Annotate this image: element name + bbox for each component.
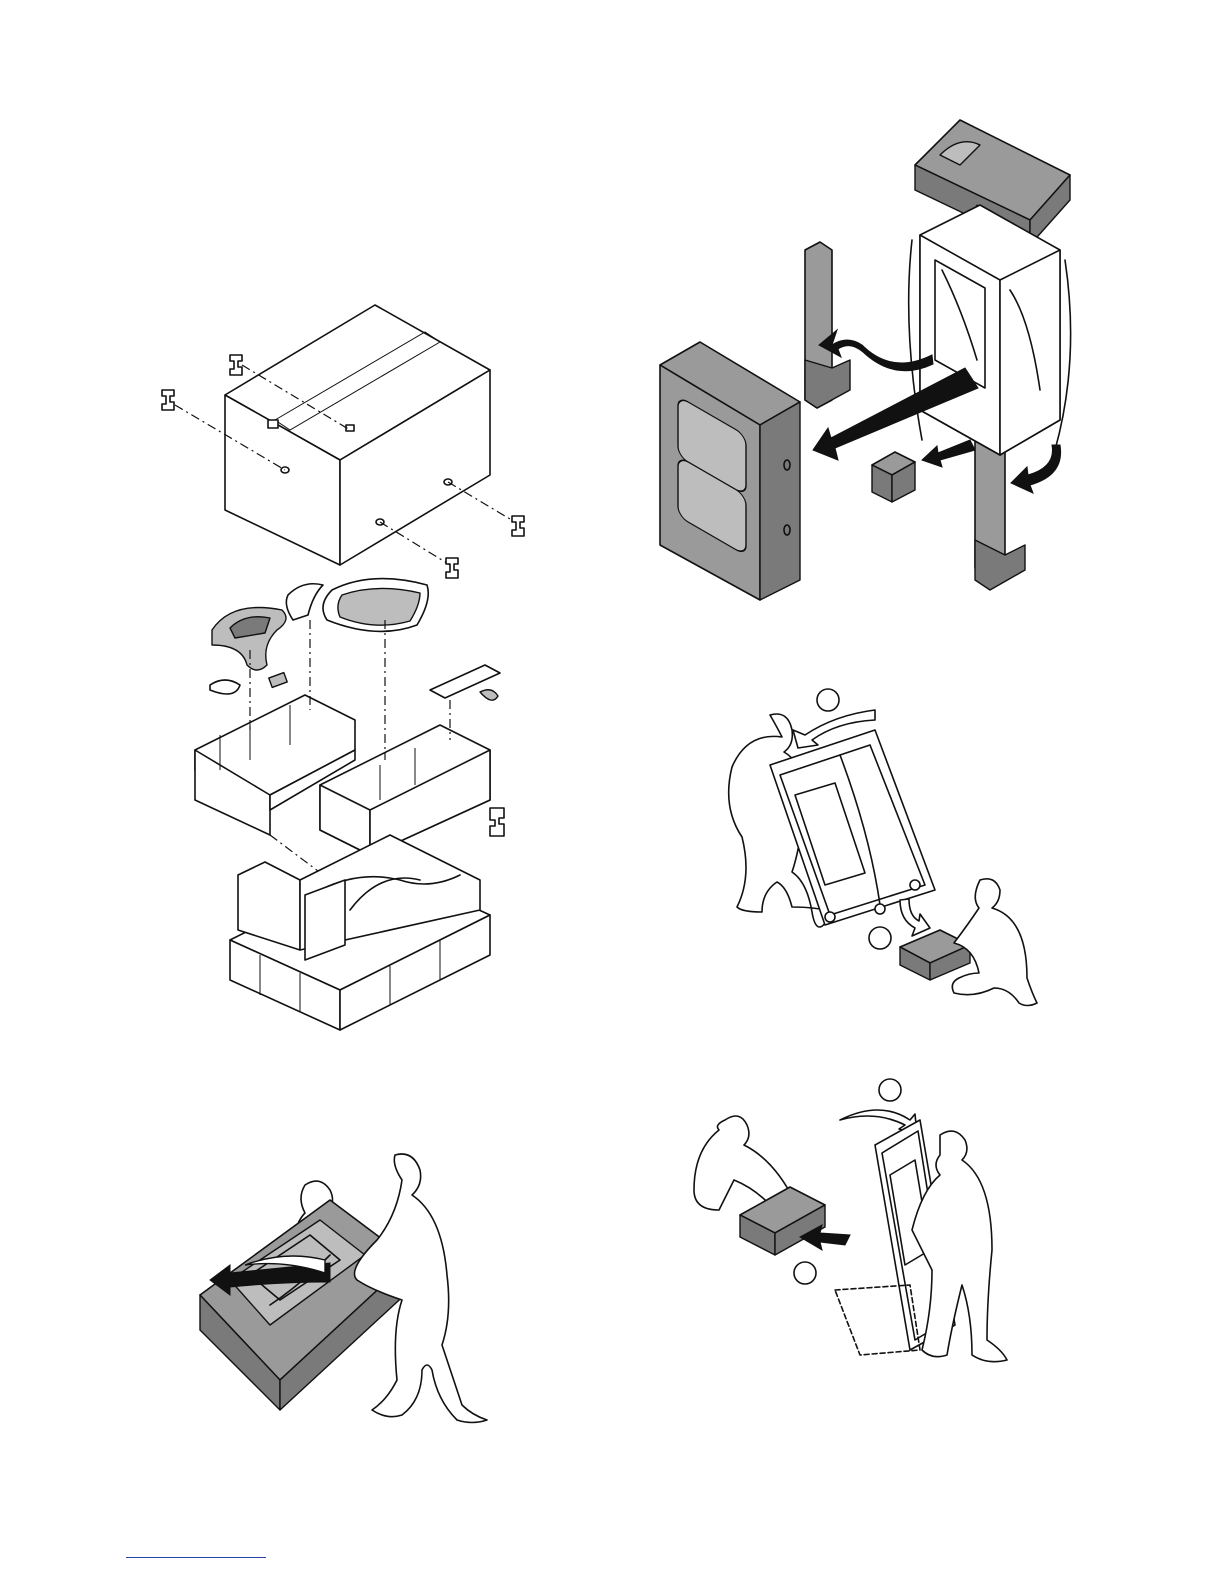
lower-drawing bbox=[690, 1075, 1060, 1375]
accessory-trays bbox=[210, 579, 500, 701]
arrow-curve-down bbox=[1011, 445, 1061, 493]
figure-tilt-back bbox=[700, 685, 1050, 1015]
side-foam-panel bbox=[660, 342, 800, 600]
box-exploded-drawing bbox=[150, 290, 540, 1050]
figure-tilt-lift bbox=[190, 1145, 510, 1445]
foam-packing-upper bbox=[195, 695, 504, 855]
small-foam-block bbox=[872, 452, 915, 502]
lifted-unit bbox=[200, 1200, 410, 1410]
arrow-curve-left bbox=[819, 330, 933, 371]
figure-lower bbox=[690, 1075, 1060, 1375]
unit-on-pallet bbox=[230, 835, 490, 1030]
person-right bbox=[952, 879, 1037, 1006]
figure-packing-removal bbox=[650, 110, 1090, 610]
arrow-down-left-small bbox=[922, 440, 975, 467]
tilt-back-drawing bbox=[700, 685, 1050, 1015]
person-front bbox=[355, 1154, 488, 1423]
tilt-lift-drawing bbox=[190, 1145, 510, 1445]
step-circle-top bbox=[817, 689, 839, 711]
step-circle-bottom bbox=[794, 1262, 816, 1284]
arrow-curve-bottom bbox=[900, 899, 930, 936]
packing-removal-drawing bbox=[650, 110, 1090, 610]
footer-link-rule bbox=[126, 1557, 266, 1558]
figure-box-exploded bbox=[150, 290, 540, 1050]
left-post-foam bbox=[805, 242, 850, 408]
carton bbox=[225, 305, 490, 565]
unit-body bbox=[909, 205, 1071, 455]
step-circle-bottom bbox=[869, 927, 891, 949]
step-circle-top bbox=[879, 1079, 901, 1101]
